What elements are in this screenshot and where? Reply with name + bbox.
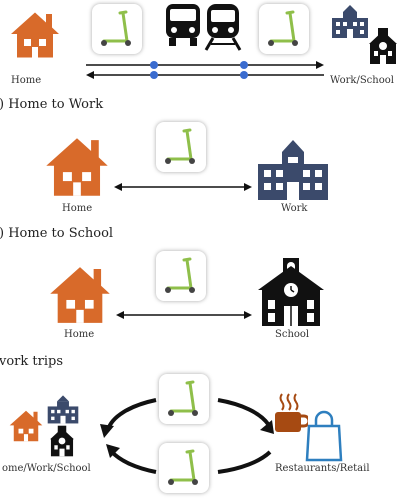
section-heading-home-to-school: ) Home to School [0, 226, 114, 241]
home-label: Home [62, 203, 93, 214]
transit-route-lines [86, 61, 324, 79]
scooter-tile [92, 4, 142, 54]
school-icon [46, 424, 78, 458]
house-icon [8, 409, 44, 443]
office-building-icon [256, 138, 330, 200]
work-school-label: Work/School [330, 75, 394, 86]
shopping-bag-icon [305, 410, 343, 462]
scooter-icon [101, 10, 131, 46]
scooter-icon [268, 10, 298, 46]
house-icon [10, 10, 60, 60]
transit-stop-dot [150, 71, 158, 79]
transit-stop-dot [240, 71, 248, 79]
office-building-icon [330, 4, 370, 38]
coffee-mug-icon [272, 392, 308, 434]
scooter-icon [165, 128, 195, 164]
scooter-tile [156, 122, 206, 172]
scooter-icon [168, 380, 198, 416]
school-label: School [275, 329, 310, 340]
home-label: Home [64, 329, 95, 340]
school-icon [256, 256, 326, 328]
scooter-tile [159, 374, 209, 424]
scooter-tile [159, 443, 209, 493]
transit-stop-dot [240, 61, 248, 69]
loop-arrows [100, 398, 274, 474]
scooter-icon [168, 449, 198, 485]
home-work-school-label: ome/Work/School [2, 463, 91, 474]
home-label: Home [11, 75, 42, 86]
scooter-tile [259, 4, 309, 54]
bus-icon [163, 2, 203, 48]
office-building-icon [46, 394, 80, 424]
transit-stop-dot [150, 61, 158, 69]
train-icon [203, 2, 243, 52]
house-icon [46, 264, 114, 326]
two-way-arrow [116, 311, 252, 319]
school-icon [365, 26, 401, 66]
house-icon [42, 135, 112, 199]
two-way-arrow [114, 183, 252, 191]
restaurants-retail-label: Restaurants/Retail [275, 463, 370, 474]
work-label: Work [281, 203, 308, 214]
section-heading-non-work-trips: vork trips [0, 354, 63, 369]
scooter-tile [156, 251, 206, 301]
scooter-icon [165, 257, 195, 293]
section-heading-home-to-work: ) Home to Work [0, 97, 104, 112]
